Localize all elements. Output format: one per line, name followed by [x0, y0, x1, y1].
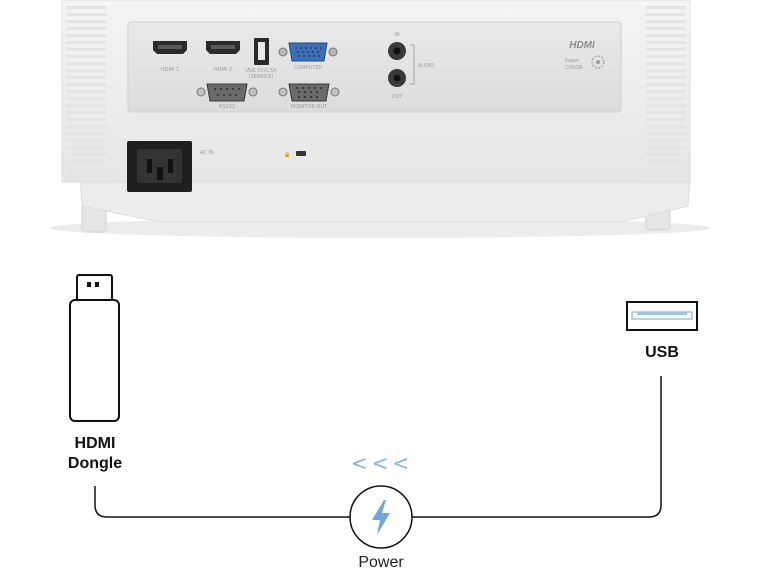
usb-port-icon — [626, 301, 698, 331]
rs232-port — [196, 83, 258, 102]
super-color-text-super: Super — [565, 58, 581, 64]
vent-right — [646, 6, 686, 177]
projector-shadow — [50, 218, 710, 238]
hdmi-dongle-icon — [69, 274, 120, 422]
audio-out-label: OUT — [392, 94, 404, 100]
usb-port — [254, 38, 269, 65]
hdmi-dongle-label-line2: Dongle — [67, 455, 123, 472]
super-color-logo-icon — [591, 55, 605, 69]
monitor-out-label: MONITOR OUT — [291, 104, 328, 110]
audio-in-label: IN — [394, 32, 399, 38]
hdmi-dongle-label-line1: HDMI — [74, 435, 116, 452]
usb-port-label: USB 5V/1.5A — [245, 68, 277, 74]
power-label: Power — [358, 554, 404, 571]
hdmi-1-label: HDMI 1 — [161, 67, 179, 73]
ac-in-label: AC IN — [200, 150, 214, 156]
ac-power-inlet — [127, 141, 192, 192]
svg-text:🔒: 🔒 — [284, 151, 290, 158]
hdmi-1-port — [153, 41, 187, 54]
super-color-text-color: COLOR — [565, 65, 583, 71]
monitor-out-port — [278, 83, 340, 102]
hdmi-dongle-label: HDMI Dongle — [44, 434, 146, 474]
usb-label: USB — [645, 344, 679, 361]
cable-power-to-usb — [412, 376, 662, 518]
rs232-label: RS232 — [219, 104, 235, 110]
computer-vga-port — [278, 42, 338, 62]
usb-port-sublabel: (SERVICE) — [249, 74, 274, 80]
hdmi-2-label: HDMI 2 — [214, 67, 232, 73]
lightning-bolt-icon — [372, 500, 390, 535]
hdmi-logo: HDMI — [569, 40, 595, 51]
audio-out-jack — [388, 69, 406, 87]
audio-bracket — [410, 44, 415, 85]
direction-arrows-icon: <<< — [350, 451, 414, 475]
audio-label: AUDIO — [418, 63, 434, 69]
hdmi-2-port — [206, 41, 240, 54]
cable-dongle-to-power — [94, 486, 350, 518]
kensington-lock-slot: 🔒 — [284, 151, 306, 158]
computer-port-label: COMPUTER — [294, 65, 323, 71]
vent-left — [66, 6, 106, 177]
audio-in-jack — [388, 42, 406, 60]
